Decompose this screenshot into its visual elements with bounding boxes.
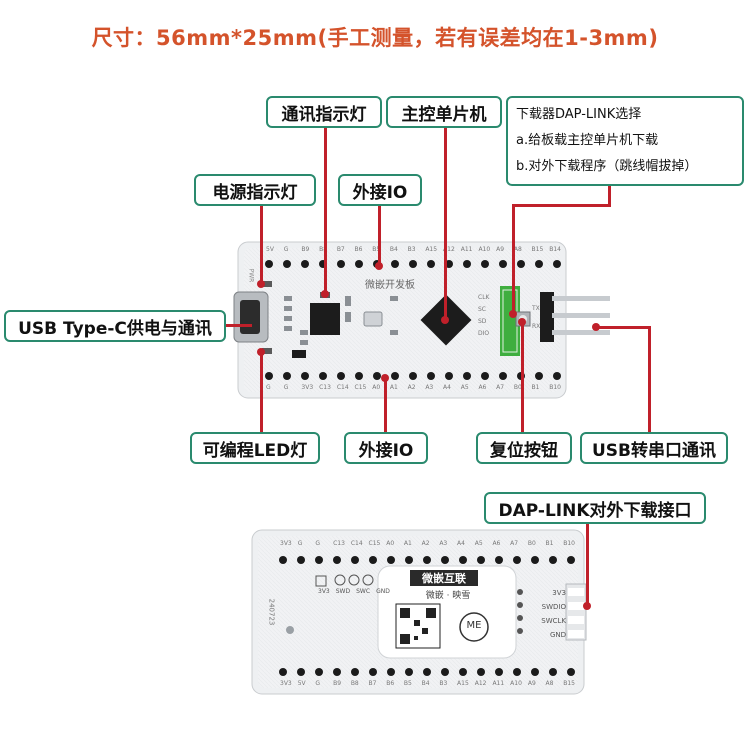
swd-labels: 3V3 SWDIO SWCLK GND — [541, 589, 566, 639]
leader-ext-io-top — [378, 204, 381, 266]
swd-pads — [565, 583, 587, 641]
bottom-board-top-pins: 3V3 G G C13 C14 C15 A0 A1 A2 A3 A4 A5 A6… — [280, 540, 576, 547]
leader-ext-io-bottom — [384, 378, 387, 434]
callout-usb-typec: USB Type-C供电与通讯 — [4, 310, 226, 342]
crystal — [363, 311, 383, 327]
top-board-top-pins: 5V G B9 B8 B7 B6 B5 B4 B3 A15 A12 A11 A1… — [266, 246, 562, 253]
leader-reset-dot — [518, 318, 526, 326]
uart-labels: TX RX — [532, 305, 541, 330]
leader-usb-uart-v — [648, 326, 651, 434]
leader-power-led-dot — [257, 280, 265, 288]
leader-ext-io-top-dot — [375, 262, 383, 270]
leader-usb-uart-dot — [592, 323, 600, 331]
jumper-block — [500, 286, 520, 356]
leader-reset — [521, 322, 524, 434]
leader-prog-led-dot — [257, 348, 265, 356]
leader-dap-select-v — [608, 186, 611, 206]
jumper-labels: CLK SC SD DIO — [478, 294, 490, 337]
leader-dap-select-h — [512, 204, 611, 207]
power-led — [262, 281, 272, 287]
me-logo-ring — [459, 612, 489, 642]
callout-power-led: 电源指示灯 — [194, 174, 316, 206]
callout-comm-led: 通讯指示灯 — [266, 96, 382, 128]
leader-usb-typec — [224, 324, 252, 327]
bottom-board-brand-sub: 微嵌 · 映雪 — [425, 591, 471, 601]
leader-comm-led-dot — [321, 290, 329, 298]
leader-prog-led — [260, 352, 263, 436]
leader-comm-led — [324, 126, 327, 294]
callout-ext-io-top: 外接IO — [338, 174, 422, 206]
leader-dap-interface — [586, 524, 589, 606]
callout-ext-io-bottom: 外接IO — [344, 432, 428, 464]
bottom-board-side-text: 240723 — [267, 598, 276, 626]
dap-chip — [310, 303, 340, 335]
dap-select-option-b: b.对外下载程序（跳线帽拔掉） — [516, 159, 698, 174]
dap-select-title: 下载器DAP-LINK选择 — [516, 107, 642, 122]
bottom-board-bottom-pins: 3V3 5V G B9 B8 B7 B6 B5 B4 B3 A15 A12 A1… — [280, 680, 576, 687]
callout-dap-interface: DAP-LINK对外下载接口 — [484, 492, 706, 524]
uart-header-pins — [540, 292, 610, 342]
bottom-board — [251, 529, 587, 695]
radio-labels: 3V3 SWD SWC GND — [318, 588, 390, 595]
top-board-pwr-label: PWR — [247, 268, 255, 283]
leader-dap-select-dot — [509, 310, 517, 318]
leader-dap-interface-dot — [583, 602, 591, 610]
callout-main-mcu: 主控单片机 — [386, 96, 502, 128]
callout-usb-uart: USB转串口通讯 — [580, 432, 728, 464]
leader-ext-io-bottom-dot — [381, 374, 389, 382]
top-board — [233, 241, 610, 399]
leader-main-mcu — [444, 126, 447, 320]
prog-led — [262, 348, 272, 354]
leader-dap-select-v2 — [512, 204, 515, 314]
leader-power-led — [260, 204, 263, 284]
bottom-board-header-bottom — [279, 668, 575, 676]
callout-reset-button: 复位按钮 — [476, 432, 572, 464]
leader-usb-uart-h — [596, 326, 650, 329]
dap-select-option-a: a.给板载主控单片机下载 — [516, 133, 659, 148]
dimension-title: 尺寸：56mm*25mm(手工测量，若有误差均在1-3mm) — [91, 26, 659, 50]
callout-prog-led: 可编程LED灯 — [190, 432, 320, 464]
bottom-board-brand: 微嵌互联 — [422, 572, 466, 585]
top-board-bottom-pins: G G 3V3 C13 C14 C15 A0 A1 A2 A3 A4 A5 A6… — [266, 384, 562, 391]
top-board-silk-title: 微嵌开发板 — [365, 280, 415, 291]
leader-main-mcu-dot — [441, 316, 449, 324]
callout-dap-select: 下载器DAP-LINK选择 a.给板载主控单片机下载 b.对外下载程序（跳线帽拔… — [506, 96, 744, 186]
me-logo-text: ME — [466, 620, 482, 631]
bottom-board-header-top — [279, 556, 575, 564]
